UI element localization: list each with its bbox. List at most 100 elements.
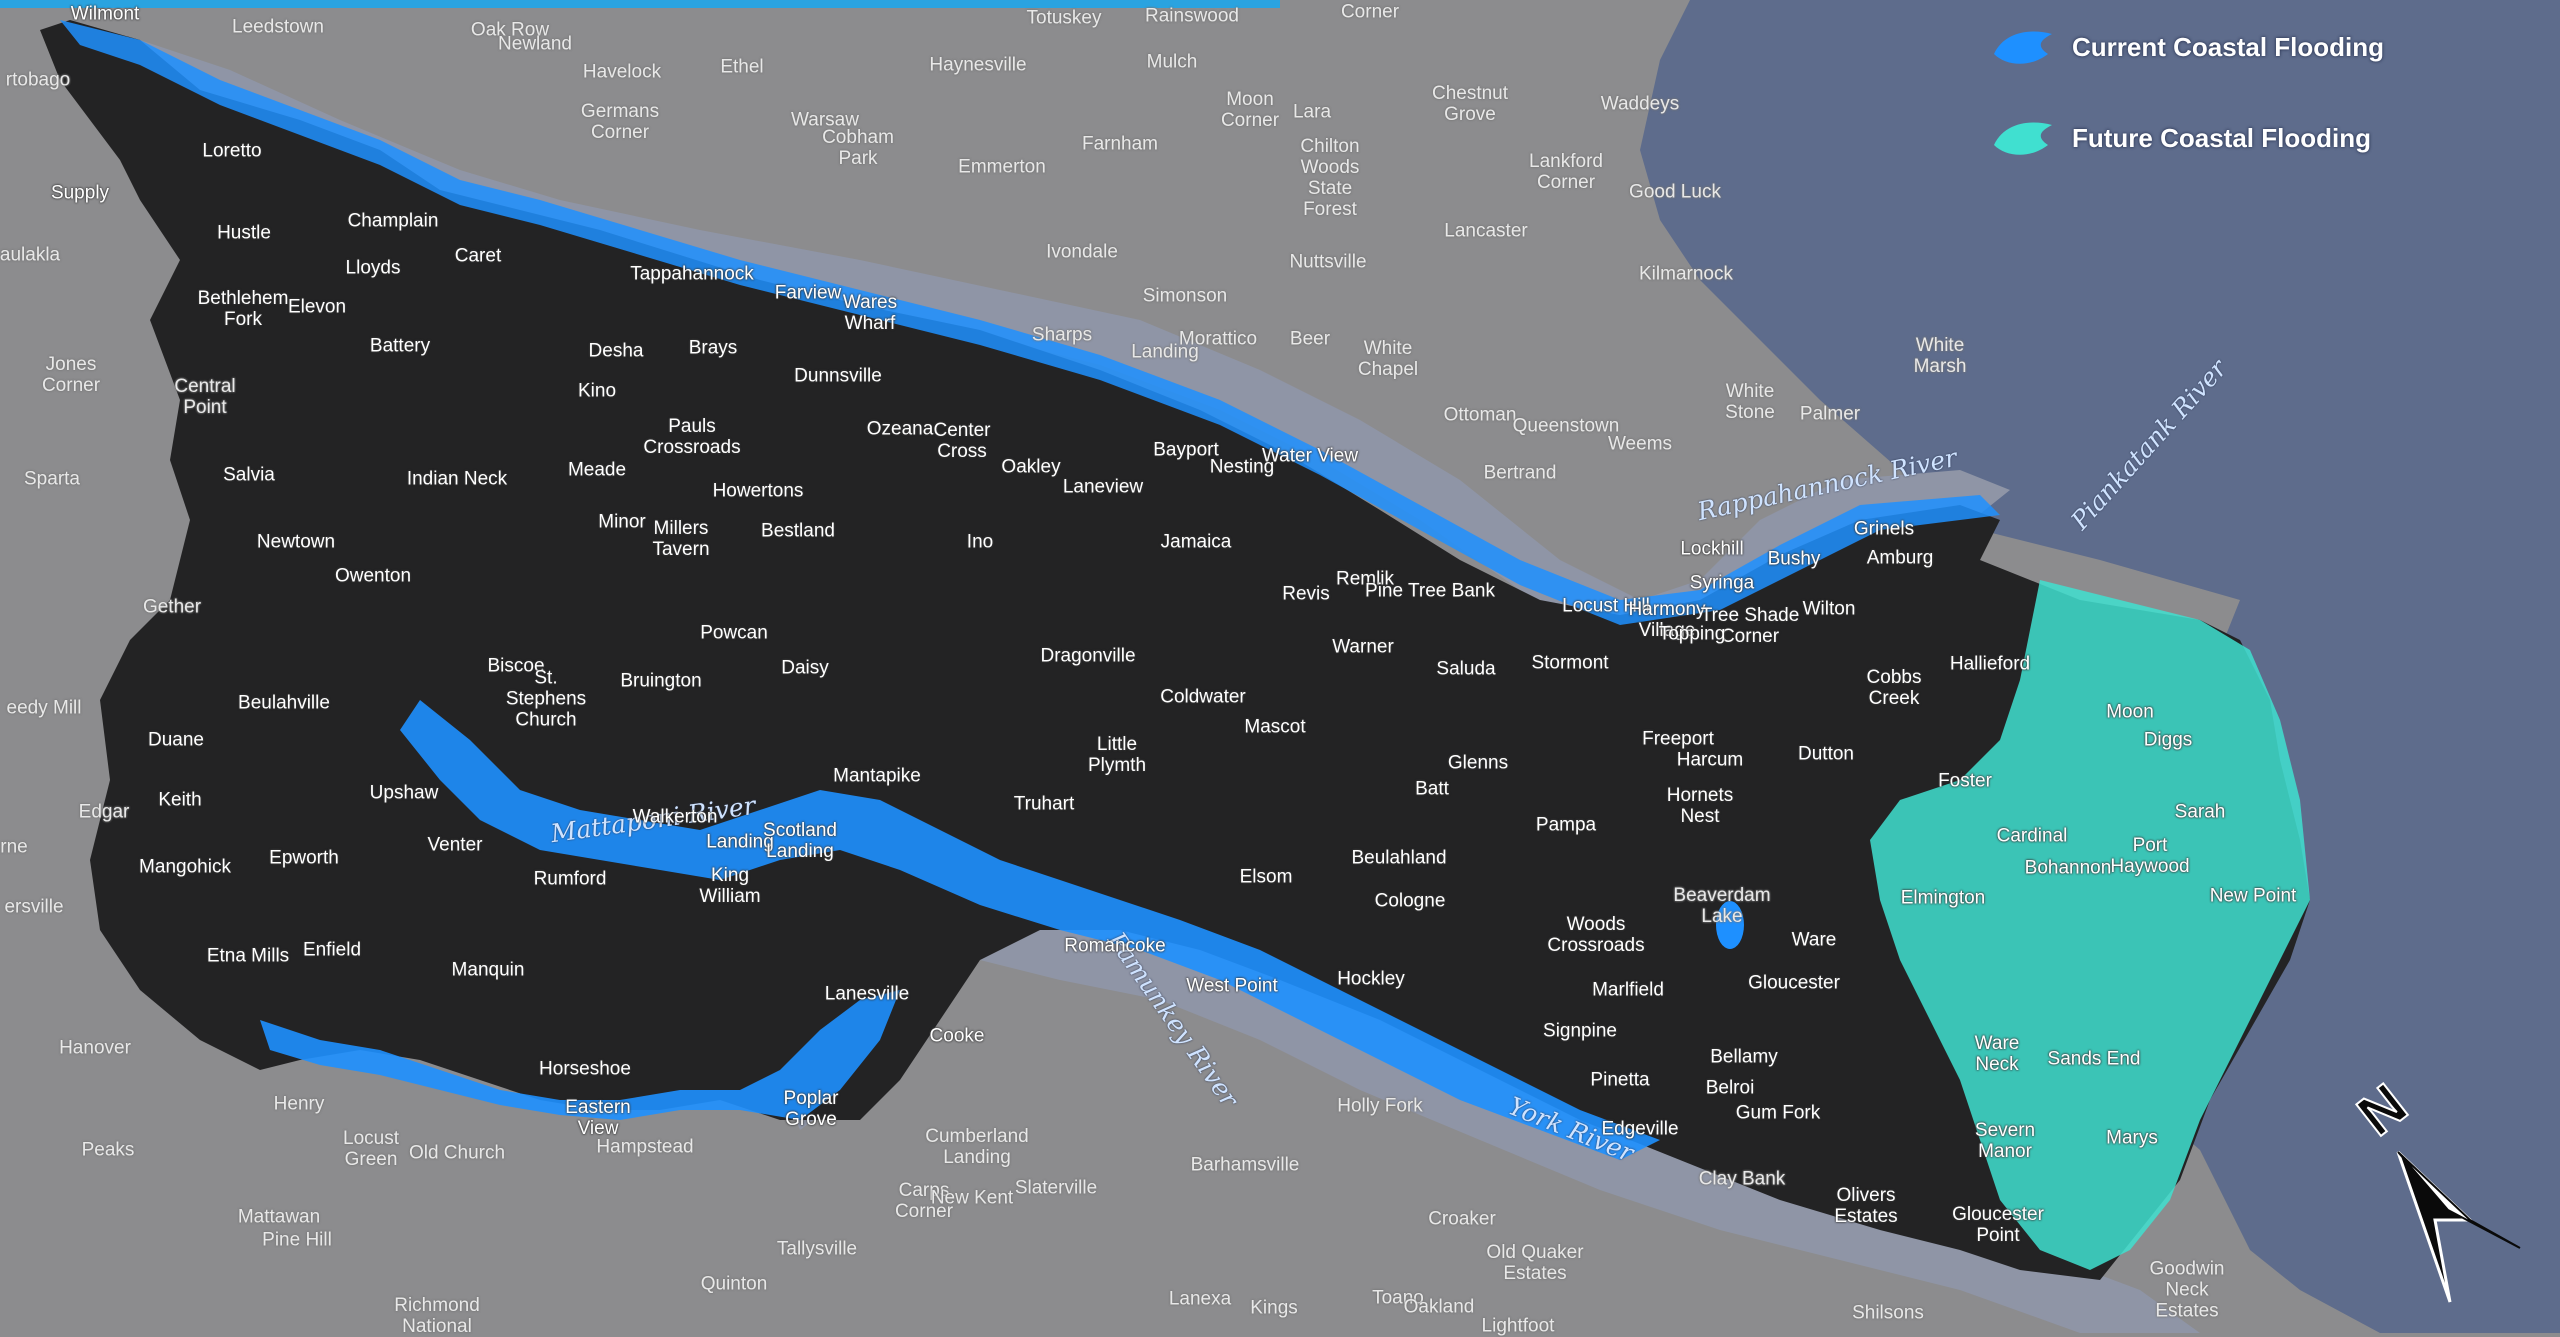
place-ethel: Ethel [720, 56, 764, 78]
place-pauls-crossroads: Pauls Crossroads [643, 416, 741, 458]
place-dunnsville: Dunnsville [794, 365, 882, 387]
place-pampa: Pampa [1535, 814, 1597, 836]
place-ersville: ersville [4, 896, 64, 918]
legend-item-current: Current Coastal Flooding [1990, 24, 2384, 70]
place-beaverdam-lake: Beaverdam Lake [1673, 885, 1771, 927]
place-woods-crossroads: Woods Crossroads [1547, 914, 1645, 956]
place-edgar: Edgar [78, 801, 130, 823]
place-millers-tavern: Millers Tavern [652, 518, 710, 560]
rappahannock-river-water [120, 40, 2010, 640]
place-ozeana: Ozeana [866, 418, 934, 440]
place-old-quaker-estates: Old Quaker Estates [1486, 1242, 1584, 1284]
place-richmond-national: Richmond National [394, 1295, 480, 1337]
place-new-kent: New Kent [930, 1187, 1014, 1209]
place-wilmont: Wilmont [70, 3, 140, 25]
place-new-point: New Point [2209, 885, 2297, 907]
place-keith: Keith [158, 789, 202, 811]
top-progress-bar [0, 0, 1280, 8]
place-pine-hill: Pine Hill [262, 1229, 332, 1251]
place-elmington: Elmington [1900, 887, 1986, 909]
place-bruington: Bruington [620, 670, 702, 692]
place-bestland: Bestland [761, 520, 835, 542]
place-saluda: Saluda [1436, 658, 1496, 680]
place-haynesville: Haynesville [929, 54, 1027, 76]
place-croaker: Croaker [1428, 1208, 1496, 1230]
north-arrow-letter: N [2346, 1071, 2419, 1148]
place-lloyds: Lloyds [345, 257, 401, 279]
place-severn: Severn Manor [1974, 1120, 2036, 1162]
place-sharps: Sharps [1031, 324, 1093, 346]
place-poplar-grove: Poplar Grove [783, 1088, 839, 1130]
place-remlik: Remlik [1335, 568, 1395, 590]
place-mangohick: Mangohick [139, 856, 231, 878]
place-daisy: Daisy [781, 657, 829, 679]
place-edgeville: Edgeville [1601, 1118, 1679, 1140]
place-beulahville: Beulahville [238, 692, 330, 714]
place-barhamsville: Barhamsville [1190, 1154, 1300, 1176]
place-mulch: Mulch [1146, 51, 1198, 73]
place-stormont: Stormont [1531, 652, 1609, 674]
place-ware-neck: Ware Neck [1974, 1033, 2020, 1075]
place-bellamy: Bellamy [1710, 1046, 1778, 1068]
current-flooding-area-north [60, 20, 2000, 625]
place-queenstown: Queenstown [1512, 415, 1620, 437]
place-cologne: Cologne [1374, 890, 1446, 912]
place-bohannon: Bohannon [2024, 857, 2112, 879]
place-cobbs-creek: Cobbs Creek [1866, 667, 1922, 709]
place-oakley: Oakley [1001, 456, 1061, 478]
place-manquin: Manquin [451, 959, 525, 981]
place-romancoke: Romancoke [1064, 935, 1166, 957]
place-locust-hill: Locust Hill [1562, 595, 1650, 617]
place-topping: Topping [1658, 623, 1726, 645]
place-jones-corner: Jones Corner [41, 354, 101, 396]
york-river-water [780, 920, 2200, 1333]
place-freeport: Freeport [1642, 728, 1714, 750]
place-ivondale: Ivondale [1046, 241, 1118, 263]
place-leedstown: Leedstown [232, 16, 324, 38]
chesapeake-bay-water [1640, 0, 2560, 1333]
place-st-stephens-church: St. Stephens Church [505, 667, 587, 731]
place-champlain: Champlain [347, 210, 439, 232]
place-venter: Venter [427, 834, 483, 856]
place-bayport: Bayport [1153, 439, 1219, 461]
place-hallieford: Hallieford [1949, 653, 2031, 675]
place-nuttsville: Nuttsville [1289, 251, 1367, 273]
place-truhart: Truhart [1013, 793, 1075, 815]
place-elsom: Elsom [1239, 866, 1293, 888]
place-grinels: Grinels [1853, 518, 1915, 540]
place-beer: Beer [1289, 328, 1331, 350]
place-marys: Marys [2106, 1127, 2158, 1149]
place-cobham-park: Cobham Park [822, 127, 894, 169]
place-holly-fork: Holly Fork [1337, 1095, 1423, 1117]
place-lockhill: Lockhill [1680, 538, 1744, 560]
place-epworth: Epworth [269, 847, 339, 869]
place-lanesville: Lanesville [824, 983, 910, 1005]
place-kings: Kings [1250, 1297, 1298, 1319]
place-lightfoot: Lightfoot [1481, 1315, 1555, 1337]
place-king-william: King William [699, 865, 761, 907]
place-reedy-mill: eedy Mill [6, 697, 82, 719]
place-hampstead: Hampstead [596, 1136, 694, 1158]
place-center-cross: Center Cross [933, 420, 991, 462]
place-newland: Newland [498, 33, 572, 55]
place-cardinal: Cardinal [1996, 825, 2068, 847]
place-powcan: Powcan [700, 622, 768, 644]
place-belroi: Belroi [1705, 1077, 1755, 1099]
place-carps-corner: Carps Corner [894, 1180, 954, 1222]
place-pinetta: Pinetta [1590, 1069, 1650, 1091]
place-lanexa: Lanexa [1168, 1288, 1232, 1310]
place-caret: Caret [454, 245, 502, 267]
place-cumberland-landing: Cumberland Landing [925, 1126, 1029, 1168]
place-jamaica: Jamaica [1160, 531, 1232, 553]
place-pine-tree-bank: Pine Tree Bank [1365, 580, 1495, 602]
place-mantapike: Mantapike [833, 765, 921, 787]
place-etna-mills: Etna Mills [206, 945, 290, 967]
place-hornets-nest: Hornets Nest [1666, 785, 1734, 827]
place-tobago: rtobago [5, 69, 71, 91]
place-sparta: Sparta [24, 468, 80, 490]
place-shilsons: Shilsons [1852, 1302, 1924, 1324]
place-palmer: Palmer [1799, 403, 1861, 425]
place-gum-fork: Gum Fork [1735, 1102, 1821, 1124]
place-bushy: Bushy [1767, 548, 1821, 570]
